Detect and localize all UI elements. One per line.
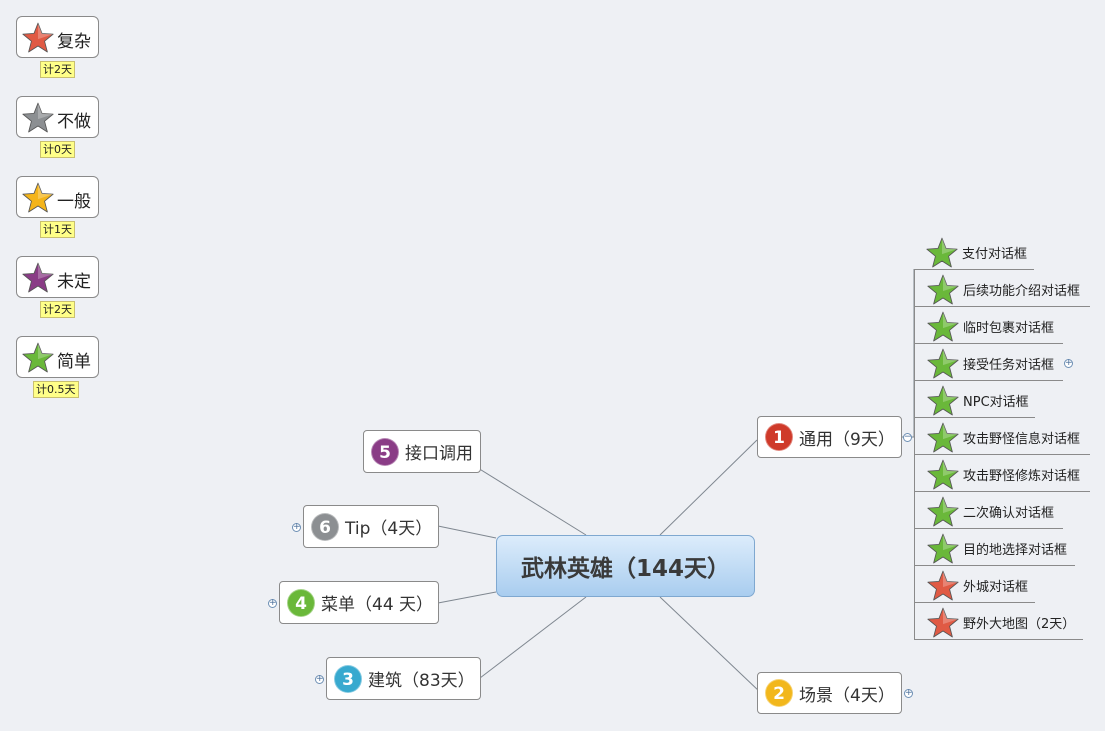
subtopic-label: NPC对话框 (963, 395, 1029, 410)
legend-label: 简单 (57, 352, 91, 372)
subtopic-underline (915, 454, 1090, 455)
legend-note: 计0.5天 (33, 381, 79, 398)
svg-text:5: 5 (379, 443, 391, 463)
subtopic-underline (915, 380, 1063, 381)
red-star-icon (22, 22, 54, 53)
legend-note: 计2天 (40, 61, 75, 78)
legend-note: 计2天 (40, 301, 75, 318)
legend-item: 简单 (16, 336, 99, 378)
number-1-icon: 1 (764, 422, 794, 452)
topic-tip-label: Tip（4天） (345, 519, 433, 539)
subtopic-label: 接受任务对话框 (963, 358, 1055, 373)
subtopic-item[interactable]: 接受任务对话框 (914, 344, 1063, 381)
svg-text:4: 4 (295, 594, 307, 614)
subtopic-label: 外城对话框 (963, 580, 1029, 595)
topic-general-label: 通用（9天） (799, 429, 895, 450)
subtopic-label: 后续功能介绍对话框 (963, 284, 1081, 299)
subtopic-underline (915, 491, 1090, 492)
expand-toggle-menu[interactable]: + (268, 598, 277, 608)
legend-item: 复杂 (16, 16, 99, 58)
green-star-icon (927, 459, 959, 490)
subtopic-underline (914, 269, 1034, 270)
subtopic-item[interactable]: 二次确认对话框 (914, 492, 1063, 529)
subtopic-item[interactable]: NPC对话框 (914, 381, 1035, 418)
red-star-icon (927, 607, 959, 638)
topic-menu-label: 菜单（44 天） (321, 595, 434, 615)
yellow-star-icon (22, 182, 54, 213)
subtopic-underline (915, 565, 1075, 566)
green-star-icon (926, 237, 958, 268)
number-5-icon: 5 (370, 436, 400, 467)
subtopic-item[interactable]: 攻击野怪修炼对话框 (914, 455, 1090, 492)
green-star-icon (927, 311, 959, 342)
expand-toggle-building[interactable]: + (315, 674, 324, 684)
purple-star-icon (22, 262, 54, 293)
legend-label: 复杂 (57, 32, 91, 52)
legend-item: 未定 (16, 256, 99, 298)
red-star-icon (927, 570, 959, 601)
central-topic[interactable]: 武林英雄（144天） (496, 535, 755, 597)
subtopic-underline (915, 528, 1063, 529)
central-title: 武林英雄（144天） (520, 556, 730, 582)
subtopic-underline (915, 343, 1063, 344)
subtopic-label: 攻击野怪信息对话框 (963, 432, 1081, 447)
subtopic-label: 目的地选择对话框 (963, 543, 1068, 558)
topic-scene-label: 场景（4天） (799, 685, 895, 706)
subtopic-item[interactable]: 支付对话框 (914, 233, 1034, 270)
topic-tip[interactable]: 6 Tip（4天） (303, 505, 439, 548)
green-star-icon (927, 496, 959, 527)
subtopic-item[interactable]: 临时包裹对话框 (914, 307, 1063, 344)
subtopic-item[interactable]: 后续功能介绍对话框 (914, 270, 1090, 307)
svg-text:3: 3 (342, 670, 354, 690)
expand-toggle-accept-task[interactable]: + (1064, 358, 1073, 368)
subtopic-label: 临时包裹对话框 (963, 321, 1055, 336)
topic-interface[interactable]: 5 接口调用 (363, 430, 481, 473)
subtopic-item[interactable]: 野外大地图（2天） (914, 603, 1083, 640)
legend-label: 一般 (57, 192, 91, 212)
legend-label: 未定 (57, 272, 91, 292)
collapse-toggle-general[interactable]: − (903, 432, 912, 442)
green-star-icon (927, 422, 959, 453)
green-star-icon (22, 342, 54, 373)
topic-building-label: 建筑（83天） (368, 671, 475, 691)
legend-item: 不做 (16, 96, 99, 138)
number-2-icon: 2 (764, 678, 794, 708)
green-star-icon (927, 385, 959, 416)
green-star-icon (927, 533, 959, 564)
svg-text:6: 6 (319, 518, 331, 538)
topic-scene[interactable]: 2 场景（4天） (757, 672, 902, 714)
green-star-icon (927, 348, 959, 379)
legend-note: 计0天 (40, 141, 75, 158)
subtopic-label: 攻击野怪修炼对话框 (963, 469, 1081, 484)
number-3-icon: 3 (333, 663, 363, 694)
subtopic-label: 支付对话框 (962, 247, 1028, 262)
topic-menu[interactable]: 4 菜单（44 天） (279, 581, 439, 624)
topic-interface-label: 接口调用 (405, 444, 473, 464)
subtopic-item[interactable]: 外城对话框 (914, 566, 1035, 603)
subtopic-underline (915, 602, 1035, 603)
subtopic-underline (915, 306, 1090, 307)
legend-item: 一般 (16, 176, 99, 218)
gray-star-icon (22, 102, 54, 133)
subtopic-label: 野外大地图（2天） (963, 617, 1076, 632)
topic-building[interactable]: 3 建筑（83天） (326, 657, 481, 700)
number-4-icon: 4 (286, 587, 316, 618)
subtopic-underline (915, 417, 1035, 418)
green-star-icon (927, 274, 959, 305)
subtopic-item[interactable]: 目的地选择对话框 (914, 529, 1075, 566)
legend-label: 不做 (57, 112, 91, 132)
expand-toggle-tip[interactable]: + (292, 522, 301, 532)
svg-text:1: 1 (773, 428, 785, 448)
legend-note: 计1天 (40, 221, 75, 238)
subtopic-item[interactable]: 攻击野怪信息对话框 (914, 418, 1090, 455)
svg-text:2: 2 (773, 684, 785, 704)
expand-toggle-scene[interactable]: + (904, 688, 913, 698)
subtopic-underline (915, 639, 1083, 640)
subtopic-label: 二次确认对话框 (963, 506, 1055, 521)
topic-general[interactable]: 1 通用（9天） (757, 416, 902, 458)
number-6-icon: 6 (310, 511, 340, 542)
